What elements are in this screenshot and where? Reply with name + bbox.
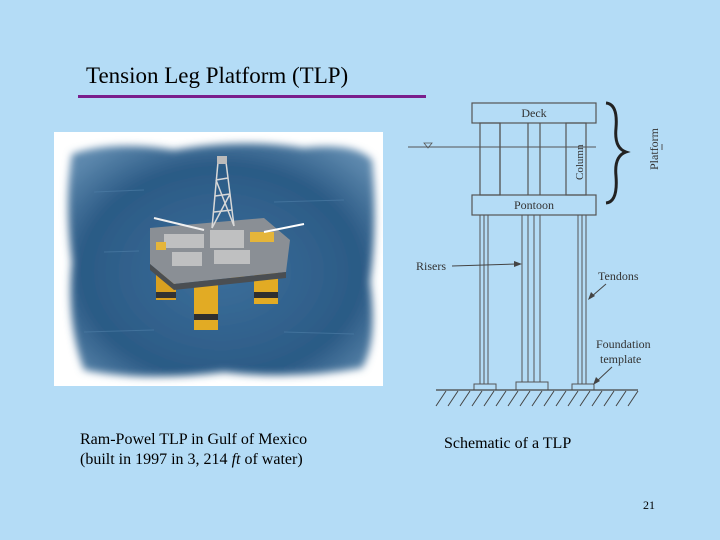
label-column: Column — [574, 144, 586, 180]
label-risers: Risers — [416, 259, 446, 273]
tlp-schematic: Deck Column Platform Pontoon Risers Tend… — [408, 101, 663, 407]
photo-caption-unit: ft — [231, 451, 241, 468]
label-pontoon: Pontoon — [514, 198, 554, 212]
photo-caption-line2-pre: (built in 1997 in 3, 214 — [80, 451, 232, 468]
photo-caption-line2-post: of water) — [240, 451, 303, 468]
title-underline — [78, 95, 426, 98]
label-platform: Platform — [647, 127, 661, 170]
page-number: 21 — [643, 498, 655, 512]
label-foundation-line2: template — [600, 352, 641, 366]
slide-title: Tension Leg Platform (TLP) — [86, 63, 349, 88]
photo-caption-line2: (built in 1997 in 3, 214 ft of water) — [80, 450, 307, 470]
photo-caption: Ram-Powel TLP in Gulf of Mexico (built i… — [80, 430, 307, 470]
photo-caption-line1: Ram-Powel TLP in Gulf of Mexico — [80, 431, 308, 448]
label-tendons: Tendons — [598, 269, 639, 283]
label-deck: Deck — [521, 106, 546, 120]
platform-photo — [54, 132, 383, 386]
label-foundation-line1: Foundation — [596, 337, 651, 351]
schematic-caption: Schematic of a TLP — [444, 435, 572, 452]
